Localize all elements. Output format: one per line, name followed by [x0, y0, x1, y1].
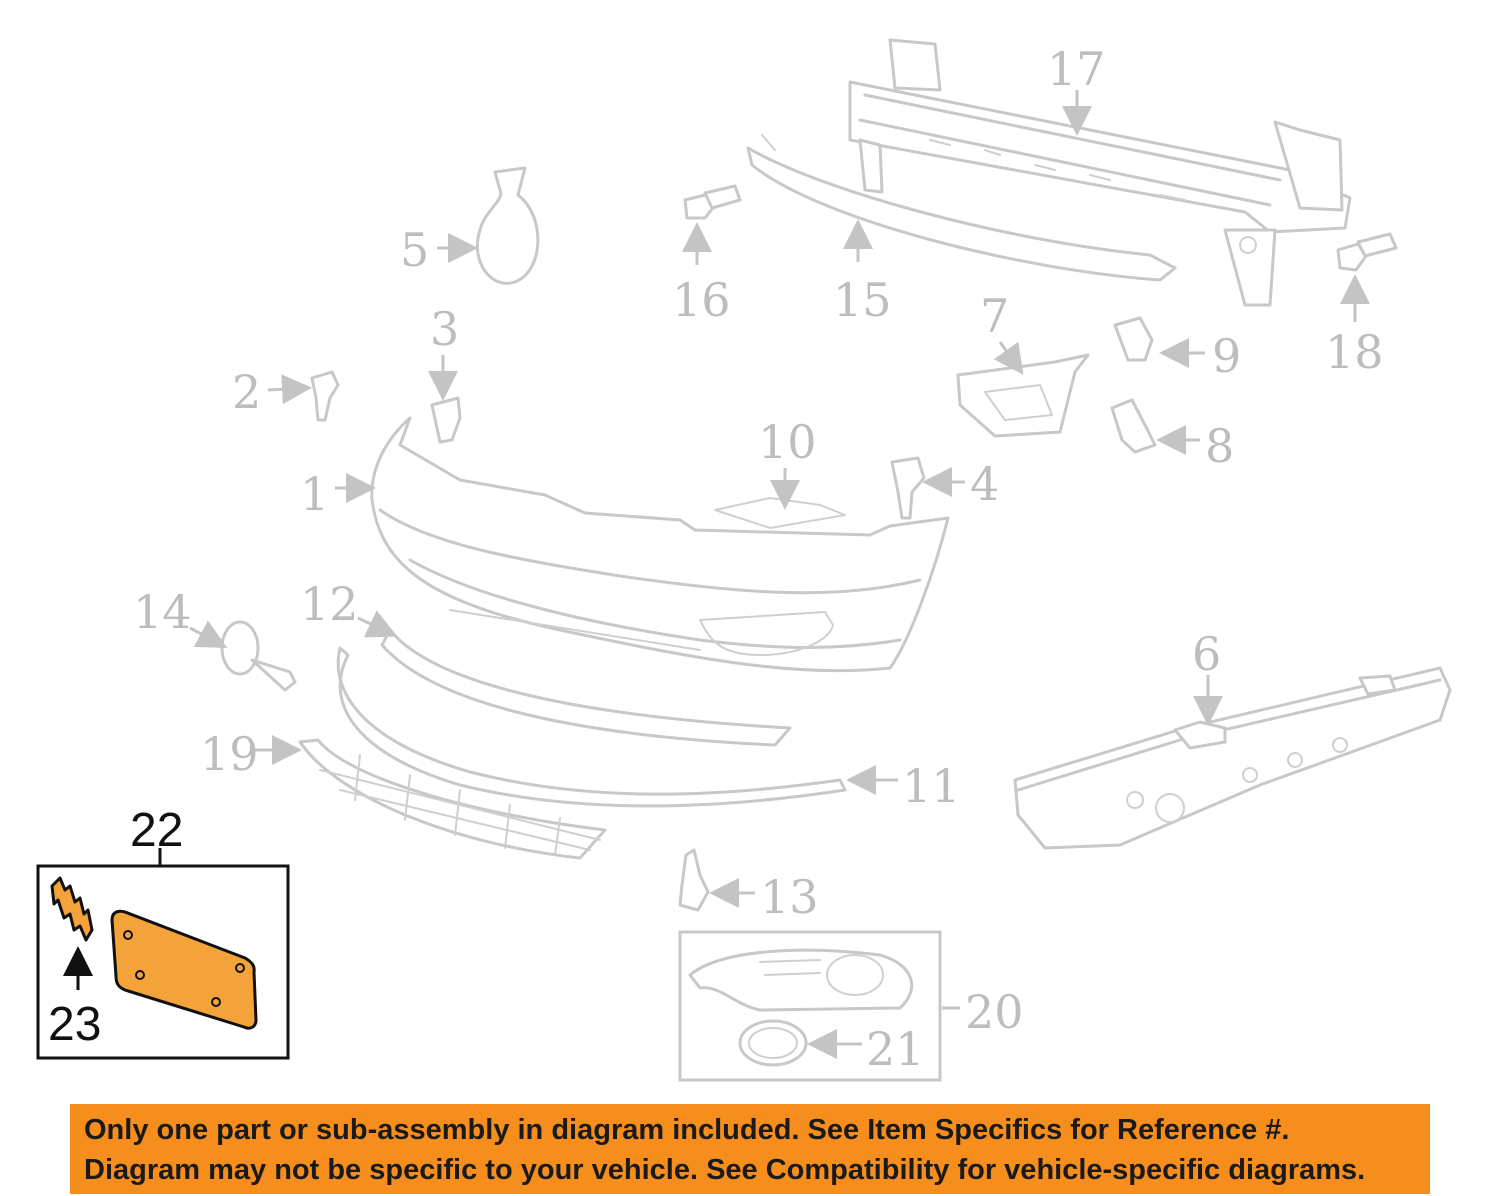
screw-part-9 [1113, 316, 1154, 362]
callout-1: 1 [300, 467, 329, 521]
callout-4: 4 [970, 457, 999, 511]
energy-absorber-part-6 [1013, 666, 1452, 850]
callout-8: 8 [1205, 419, 1234, 473]
absorber-strip-part-15 [746, 134, 1177, 282]
bracket-part-7 [956, 353, 1090, 438]
disclaimer-banner: Only one part or sub-assembly in diagram… [70, 1104, 1430, 1194]
callout-9: 9 [1212, 329, 1241, 383]
callout-14: 14 [133, 585, 192, 639]
disclaimer-line-1: Only one part or sub-assembly in diagram… [84, 1114, 1290, 1146]
callout-6: 6 [1192, 627, 1221, 681]
callout-13: 13 [760, 870, 819, 924]
callout-19: 19 [200, 727, 259, 781]
screw-part-8 [1110, 398, 1157, 454]
bracket-clip-part-23 [50, 876, 94, 942]
reinforcement-beam-part-17 [848, 38, 1352, 307]
bumper-cover-part-1 [370, 416, 950, 673]
callout-18: 18 [1325, 325, 1384, 379]
lower-spoiler-part-11 [336, 646, 847, 808]
clip-part-3 [430, 396, 462, 444]
lower-grille-part-19 [298, 738, 607, 860]
callout-5: 5 [400, 223, 429, 277]
highlighted-assembly-22 [36, 848, 290, 1060]
callout-20: 20 [965, 985, 1024, 1039]
callout-17: 17 [1047, 42, 1106, 96]
callout-22: 22 [130, 804, 183, 857]
callout-23: 23 [48, 998, 101, 1051]
fog-lamp-ring-part-21 [738, 1019, 808, 1067]
callout-2: 2 [232, 365, 261, 419]
bolt-part-16 [683, 184, 742, 220]
bolt-part-18 [1336, 232, 1398, 272]
callout-3: 3 [430, 302, 459, 356]
bolt-part-2 [310, 370, 340, 422]
callout-16: 16 [672, 273, 731, 327]
fog-lamp-trim-box-part-20 [678, 930, 942, 1082]
disclaimer-line-2: Diagram may not be specific to your vehi… [84, 1154, 1366, 1186]
callout-21: 21 [866, 1022, 925, 1076]
callout-11: 11 [902, 759, 961, 813]
callout-10: 10 [758, 415, 817, 469]
license-plate-bracket-part-22 [110, 909, 258, 1030]
lower-trim-part-12 [380, 628, 792, 747]
callout-12: 12 [300, 577, 359, 631]
hardware-bag-part-5 [475, 166, 540, 285]
bolt-part-4 [890, 456, 926, 520]
callout-arrows [189, 90, 1370, 1059]
callout-15: 15 [833, 273, 892, 327]
callout-7: 7 [980, 289, 1009, 343]
tow-hook-cap-part-14 [220, 620, 297, 692]
screw-part-13 [678, 848, 710, 912]
